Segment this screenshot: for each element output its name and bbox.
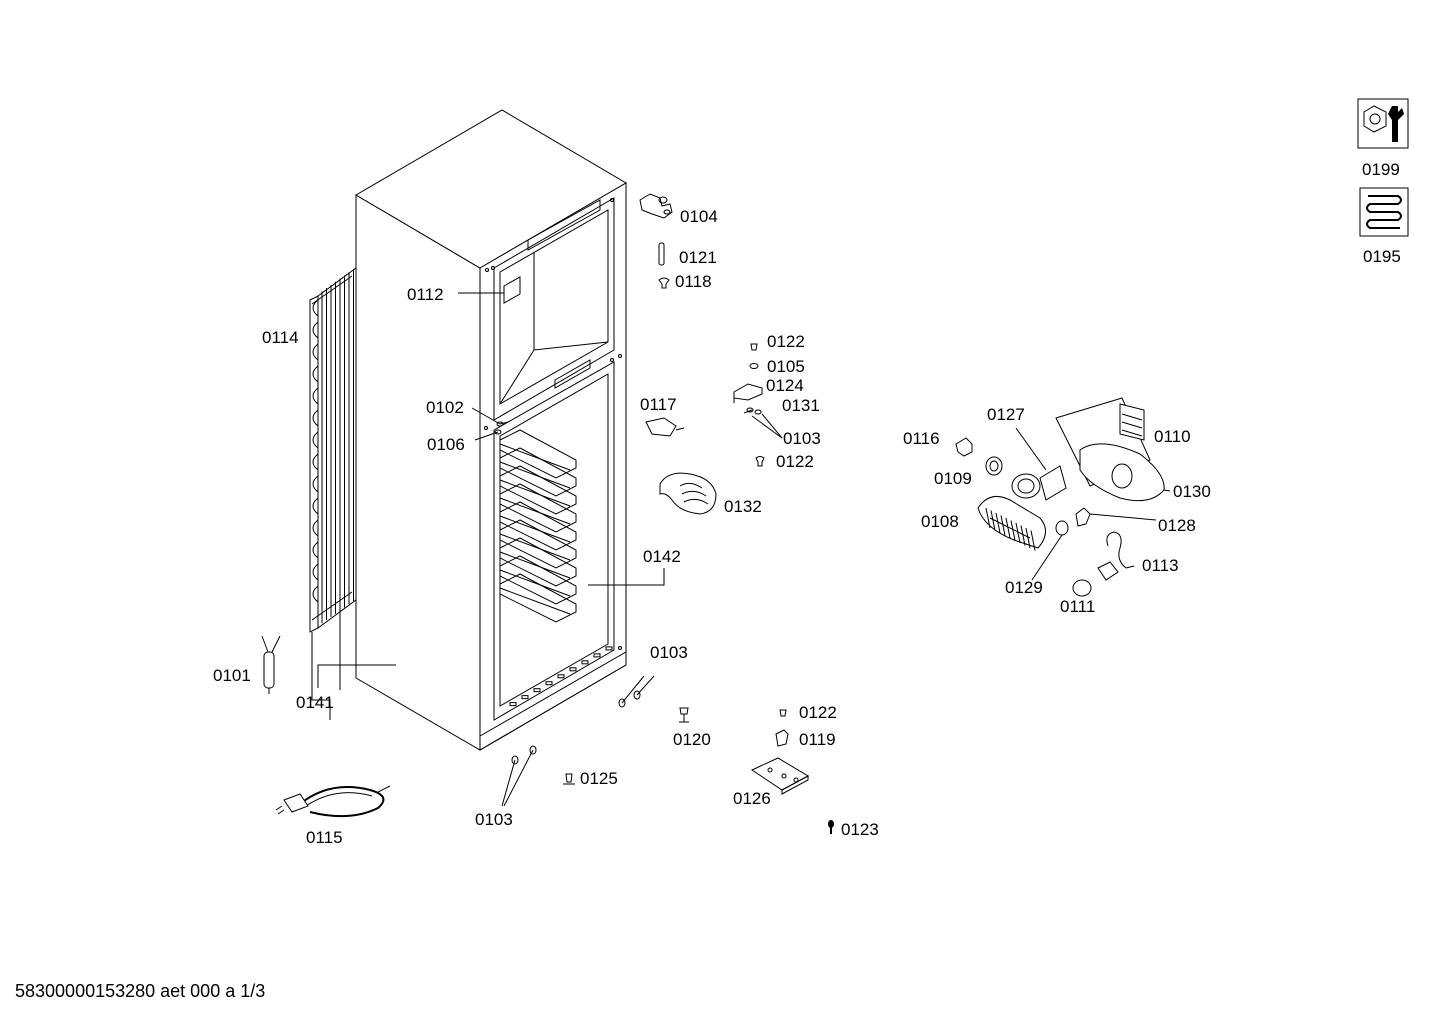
label-0106: 0106 <box>427 435 465 454</box>
thermostat-screw-part[interactable] <box>471 407 509 441</box>
lamp-socket-0128[interactable] <box>1075 507 1157 527</box>
screw-0122-bottom[interactable] <box>779 709 787 717</box>
label-0123: 0123 <box>841 820 879 839</box>
filter-drier-part[interactable] <box>261 635 281 694</box>
label-0102: 0102 <box>426 398 464 417</box>
label-0101: 0101 <box>213 666 251 685</box>
label-0142: 0142 <box>643 547 681 566</box>
label-0103-front: 0103 <box>650 643 688 662</box>
label-0103-bottom: 0103 <box>475 810 513 829</box>
label-0126: 0126 <box>733 789 771 808</box>
coil-icon[interactable] <box>1359 187 1409 237</box>
screw-0125[interactable] <box>563 773 575 785</box>
bottom-hinge-0126[interactable] <box>750 757 810 795</box>
label-0141: 0141 <box>296 693 334 712</box>
screws-0131-0103[interactable] <box>743 407 783 439</box>
cabinet-body[interactable] <box>355 109 627 751</box>
leader-0141 <box>317 664 396 688</box>
washer-0105[interactable] <box>749 363 759 369</box>
cap-0111[interactable] <box>1072 579 1092 597</box>
freezer-label-part[interactable] <box>458 276 521 304</box>
ring-0109[interactable] <box>985 456 1003 476</box>
screw-0122-mid[interactable] <box>755 456 765 467</box>
thermostat-0127[interactable] <box>1011 427 1067 501</box>
label-0131: 0131 <box>782 396 820 415</box>
label-0129: 0129 <box>1005 578 1043 597</box>
label-0103-upper: 0103 <box>783 429 821 448</box>
lamp-thermostat-housing-0130[interactable] <box>1055 397 1171 502</box>
label-0119: 0119 <box>799 730 836 749</box>
door-switch-part[interactable] <box>645 417 685 437</box>
screw-0122-top[interactable] <box>750 343 758 351</box>
label-0122-bottom: 0122 <box>799 703 837 722</box>
power-cord-part[interactable] <box>275 785 391 818</box>
hinge-pin-0119[interactable] <box>775 729 789 747</box>
label-0105: 0105 <box>767 357 805 376</box>
screw-0123[interactable] <box>828 820 834 834</box>
condenser-part[interactable] <box>309 267 357 720</box>
label-0199: 0199 <box>1362 160 1400 179</box>
label-0125: 0125 <box>580 769 618 788</box>
label-0108: 0108 <box>921 512 959 531</box>
hinge-pin-part[interactable] <box>658 242 665 266</box>
label-0117: 0117 <box>640 395 677 414</box>
label-0114: 0114 <box>262 328 299 347</box>
label-0104: 0104 <box>680 207 718 226</box>
lamp-cover-0108[interactable] <box>977 495 1046 551</box>
label-0121: 0121 <box>679 248 717 267</box>
label-0124: 0124 <box>766 376 804 395</box>
leader-0142 <box>588 568 665 586</box>
label-0118: 0118 <box>675 272 712 291</box>
label-0116: 0116 <box>903 429 940 448</box>
foot-screw-0120[interactable] <box>679 707 689 723</box>
washers-0103-front[interactable] <box>618 675 655 708</box>
label-0109: 0109 <box>934 469 972 488</box>
wrench-nut-icon[interactable] <box>1357 98 1409 149</box>
shelf-rails <box>499 429 577 623</box>
label-0111: 0111 <box>1060 597 1095 616</box>
label-0127: 0127 <box>987 405 1025 424</box>
label-0115: 0115 <box>306 828 343 847</box>
fan-cover-part[interactable] <box>659 472 717 515</box>
knob-0116[interactable] <box>955 437 973 457</box>
bracket-0110[interactable] <box>1119 403 1145 441</box>
label-0120: 0120 <box>673 730 711 749</box>
label-0195: 0195 <box>1363 247 1401 266</box>
bulb-0129[interactable] <box>1031 520 1069 581</box>
label-0122-top: 0122 <box>767 332 805 351</box>
label-0112: 0112 <box>407 285 444 304</box>
label-0128: 0128 <box>1158 516 1196 535</box>
cap-0118-part[interactable] <box>658 277 670 289</box>
washers-0103-bottom[interactable] <box>501 745 537 807</box>
top-hinge-part[interactable] <box>639 193 673 219</box>
label-0130: 0130 <box>1173 482 1211 501</box>
label-0132: 0132 <box>724 497 762 516</box>
document-footer-id: 58300000153280 aet 000 a 1/3 <box>15 981 266 1001</box>
bracket-0124[interactable] <box>733 383 763 403</box>
sensor-wire-0113[interactable] <box>1097 531 1135 581</box>
label-0122-mid: 0122 <box>776 452 814 471</box>
label-0113: 0113 <box>1142 556 1179 575</box>
label-0110: 0110 <box>1154 427 1191 446</box>
